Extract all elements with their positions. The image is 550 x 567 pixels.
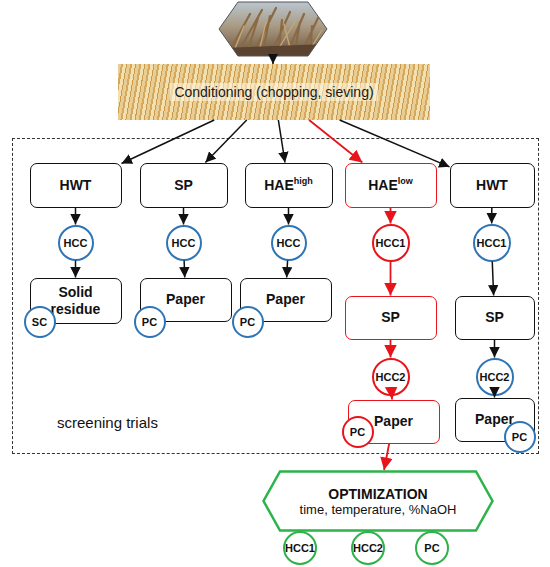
process-box: HAElow [345,163,437,208]
flow-arrow [340,120,450,167]
flow-arrow [390,262,392,296]
superscript: high [294,176,313,186]
process-box: HAEhigh [245,163,333,208]
product-circle: PC [504,421,536,453]
hexagon-title: OPTIMIZATION [328,486,427,502]
box-label: Paper [266,291,305,307]
flow-arrow [309,120,362,163]
box-label: HWT [476,177,508,193]
product-circle: HCC1 [372,224,410,262]
process-box: SP [455,296,535,340]
flow-arrow [491,208,493,224]
corn-stover [220,8,330,58]
box-label: HAE [368,177,398,193]
flow-arrow [278,120,285,163]
product-circle: HCC1 [283,531,317,565]
label-row: HAElow [368,177,413,193]
flow-arrow [494,340,496,358]
product-circle: PC [134,306,166,338]
box-label: SP [174,177,193,193]
product-circle: HCC1 [473,224,511,262]
circle-label: HCC1 [376,237,406,249]
flow-arrow [75,261,77,278]
flow-arrow [122,120,215,163]
flow-arrow [205,120,246,163]
box-label: HAE [264,177,294,193]
product-circle: HCC [58,225,94,261]
circle-label: HCC [277,237,301,249]
box-label: SP [381,309,400,325]
circle-label: PC [350,426,365,438]
product-circle: HCC2 [351,531,385,565]
flow-arrow [286,260,288,277]
flow-arrow [390,208,392,224]
flow-arrow [390,340,392,358]
circle-label: PC [424,542,439,554]
product-circle: PC [342,416,374,448]
circle-label: HCC [64,237,88,249]
flow-arrow [391,395,393,399]
conditioning-box: Conditioning (chopping, sieving) [118,64,430,120]
box-label: HWT [60,177,92,193]
photo-frame [219,2,327,56]
flow-arrow [492,261,493,295]
process-box: HWT [30,163,122,208]
circle-label: PC [240,316,255,328]
circle-label: HCC1 [285,542,315,554]
circle-label: PC [142,316,157,328]
process-box: SP [345,296,437,340]
product-circle: HCC [166,225,202,261]
group-frame: screening trialsHWTSPHAEhighHAElowHWTHCC… [12,138,539,454]
circle-label: HCC2 [376,371,406,383]
product-circle: HCC2 [372,358,410,396]
box-label: Conditioning (chopping, sieving) [170,83,377,101]
box-label: SP [485,309,504,325]
flow-arrow [288,208,290,225]
circle-label: SC [32,316,47,328]
flow-arrow [183,260,185,277]
box-label: Paper [166,291,205,307]
circle-label: PC [512,431,527,443]
product-circle: SC [24,306,56,338]
product-circle: HCC2 [476,358,514,396]
optimization-hexagon: OPTIMIZATIONtime, temperature, %NaOH [262,470,494,532]
box-label: Paper [374,413,413,429]
product-circle: PC [232,306,264,338]
product-circle: PC [415,531,449,565]
flow-arrow [75,208,77,225]
circle-label: HCC1 [477,237,507,249]
group-label: screening trials [57,414,158,431]
circle-label: HCC [172,237,196,249]
product-circle: HCC [271,225,307,261]
process-box: SP [140,163,228,208]
intake-arrow [272,56,274,64]
superscript: low [398,176,413,186]
label-row: HAEhigh [264,177,313,193]
circle-label: HCC2 [480,371,510,383]
flow-arrow [183,208,185,225]
flow-arrow [384,444,389,471]
hexagon-body: time, temperature, %NaOH [300,502,457,517]
circle-label: HCC2 [353,542,383,554]
flow-arrow [494,396,496,398]
process-box: HWT [450,163,535,208]
hexagon-shape [264,472,493,531]
